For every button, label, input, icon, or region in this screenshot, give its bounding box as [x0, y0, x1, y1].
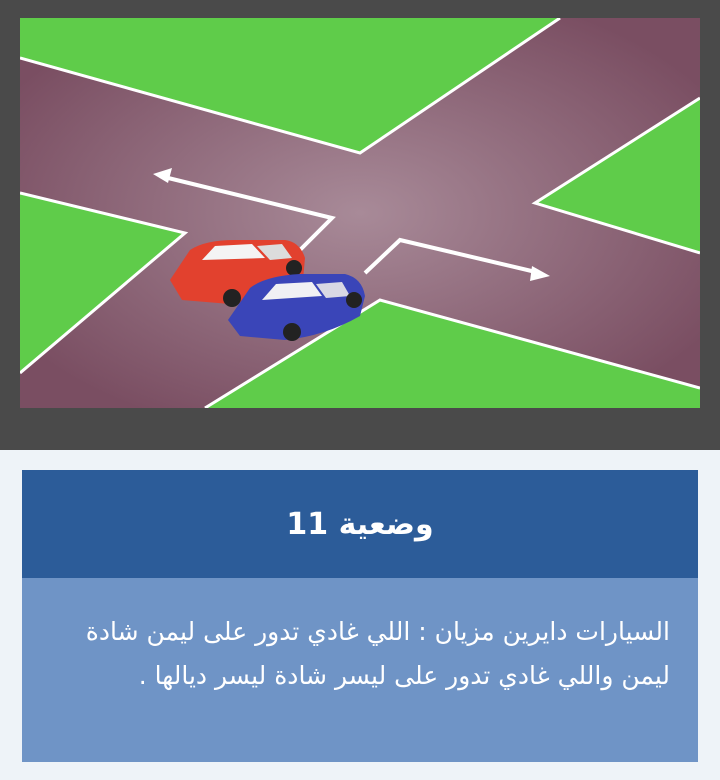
right-turn-arrow — [363, 237, 541, 275]
grass-bottom-right — [205, 300, 700, 408]
road-edge-bottom — [204, 298, 700, 408]
road-edge-top — [20, 18, 561, 155]
situation-title: وضعية 11 — [286, 506, 434, 542]
situation-description: السيارات دايرين مزيان : اللي غادي تدور ع… — [85, 617, 670, 690]
grass-left — [20, 193, 185, 373]
left-turn-arrow — [159, 174, 336, 252]
intersection-illustration — [20, 18, 700, 408]
road-edge-left — [20, 191, 189, 375]
situation-card: وضعية 11 السيارات دايرين مزيان : اللي غا… — [22, 470, 698, 762]
blue-car — [228, 274, 365, 341]
grass-top-left — [20, 18, 560, 153]
image-frame — [0, 0, 720, 450]
left-arrow-head — [153, 168, 172, 183]
card-header: وضعية 11 — [22, 470, 698, 578]
right-arrow-head — [530, 266, 550, 281]
road-edge-right — [531, 96, 700, 255]
